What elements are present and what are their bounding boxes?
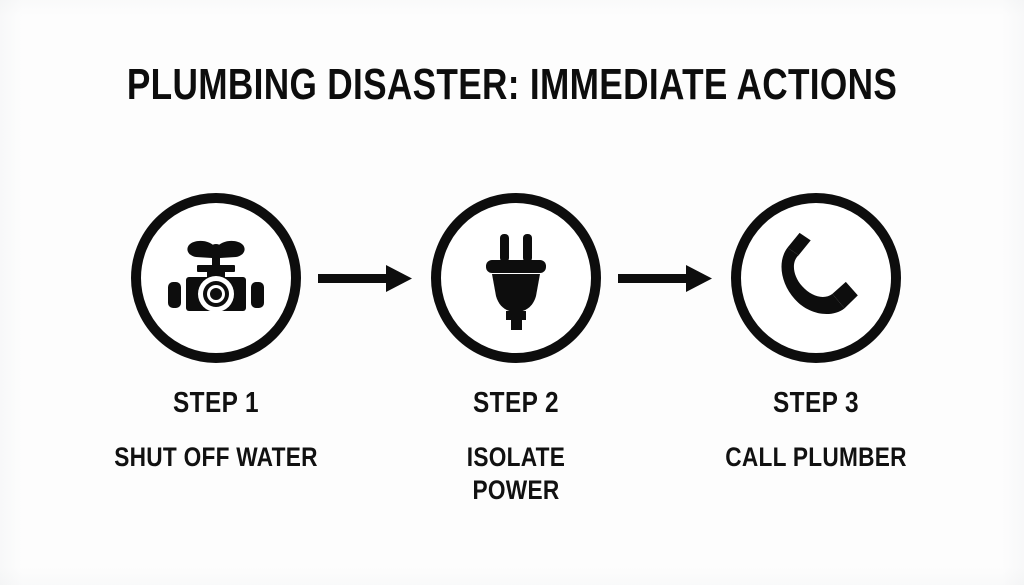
arrow-step1-to-step2 [318,264,414,292]
step-2-number: STEP 2 [472,387,560,419]
water-valve-icon [164,226,268,330]
step-3-number: STEP 3 [772,387,860,419]
arrow-step2-to-step3 [618,264,714,292]
telephone-handset-icon [766,228,866,328]
step-3-icon-circle [731,193,901,363]
step-1-icon-circle [131,193,301,363]
step-2-icon-circle [431,193,601,363]
electrical-plug-icon [470,226,562,330]
step-1-number: STEP 1 [172,387,260,419]
step-3-description: CALL PLUMBER [725,442,907,472]
step-item-2: STEP 2 ISOLATE POWER [386,193,646,507]
step-item-3: STEP 3 CALL PLUMBER [686,193,946,474]
step-1-description: SHUT OFF WATER [114,442,318,472]
step-item-1: STEP 1 SHUT OFF WATER [86,193,346,474]
step-2-description: ISOLATE POWER [466,442,566,505]
page-title: PLUMBING DISASTER: IMMEDIATE ACTIONS [126,60,898,109]
